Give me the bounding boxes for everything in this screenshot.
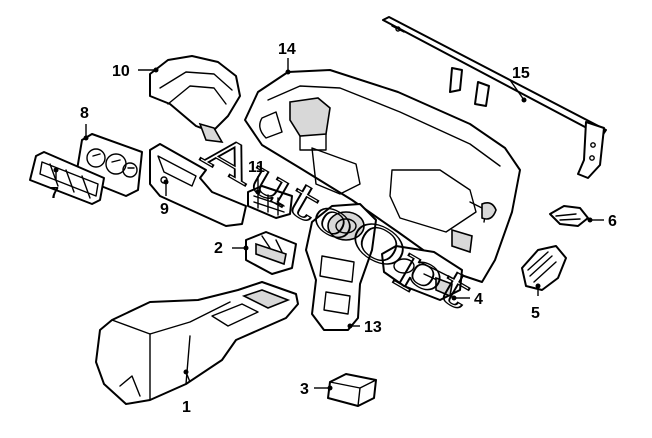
- part-1-center-console: [95, 281, 299, 405]
- callout-11: 11: [248, 159, 265, 176]
- part-13-center-panel: [305, 203, 377, 331]
- callout-7: 7: [50, 185, 59, 202]
- callout-2: 2: [214, 240, 223, 257]
- part-2-switch-bracket: [245, 231, 297, 275]
- callout-6: 6: [608, 213, 617, 230]
- part-6-corner-vent: [549, 205, 589, 227]
- callout-8: 8: [80, 105, 89, 122]
- part-10-meter-hood: [149, 55, 241, 143]
- callout-4: 4: [474, 291, 483, 308]
- part-4-lower-bracket: [381, 245, 463, 301]
- leader-lines: [53, 58, 604, 391]
- part-15-reinforcement-beam: [382, 16, 607, 179]
- part-5-side-vent: [521, 245, 567, 291]
- callout-9: 9: [160, 201, 169, 218]
- part-7-cluster-lens: [29, 151, 105, 205]
- callout-3: 3: [300, 381, 309, 398]
- callout-10: 10: [112, 63, 130, 80]
- callout-14: 14: [278, 41, 296, 58]
- callout-labels: 1 2 3 4 5 6 7 8 9 10 11 13 14 15: [50, 41, 617, 416]
- part-14-dashboard-panel: [244, 69, 521, 283]
- callout-13: 13: [364, 319, 382, 336]
- callout-5: 5: [531, 305, 540, 322]
- part-3-module-box: [327, 373, 377, 407]
- callout-15: 15: [512, 65, 530, 82]
- callout-1: 1: [182, 399, 191, 416]
